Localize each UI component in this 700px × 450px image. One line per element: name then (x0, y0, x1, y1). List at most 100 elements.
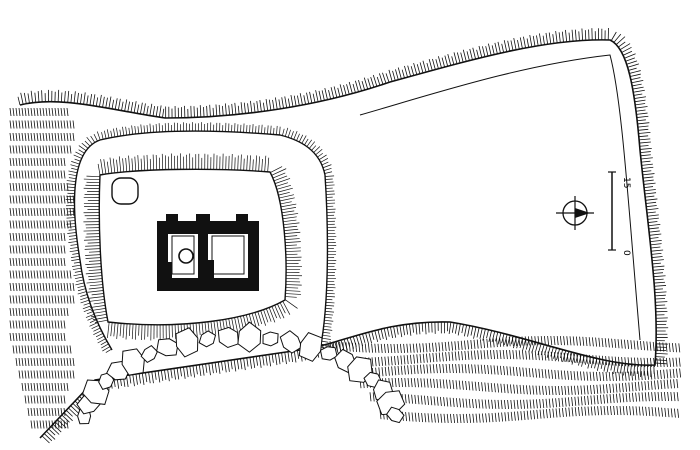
hachure-tick (634, 357, 636, 367)
hachure-tick (522, 350, 524, 360)
hachure-tick (80, 294, 88, 297)
hachure-tick (124, 99, 128, 112)
hachure-tick (311, 145, 317, 151)
hachure-tick (276, 125, 278, 135)
hachure-tick (633, 93, 643, 96)
hachure-tick (237, 316, 242, 332)
hachure-tick (638, 392, 641, 402)
hachure-tick (585, 336, 588, 347)
hachure-tick (625, 393, 628, 403)
hachure-tick (48, 270, 51, 279)
hachure-tick (358, 79, 362, 92)
hachure-tick (24, 320, 27, 329)
hachure-tick (438, 342, 441, 352)
hachure-tick (45, 120, 48, 129)
hachure-tick (30, 357, 33, 367)
hachure-tick (563, 352, 566, 362)
hachure-tick (618, 41, 626, 48)
hachure-tick (48, 370, 51, 379)
hachure-tick (569, 336, 572, 346)
hachure-tick (534, 350, 537, 361)
hachure-tick (71, 258, 80, 261)
hachure-tick (321, 161, 329, 166)
hachure-tick (558, 397, 561, 408)
hachure-tick (131, 324, 134, 340)
hachure-tick (451, 351, 454, 361)
hachure-tick (277, 187, 293, 193)
hachure-tick (629, 70, 641, 74)
hachure-tick (673, 379, 675, 389)
hachure-tick (48, 132, 51, 142)
hachure-tick (27, 232, 30, 242)
hachure-tick (258, 156, 260, 172)
hachure-tick (9, 245, 12, 254)
hachure-tick (213, 320, 217, 335)
hachure-tick (77, 288, 86, 292)
hachure-tick (60, 420, 63, 429)
hachure-tick (343, 85, 347, 96)
hachure-tick (580, 385, 583, 395)
hachure-tick (603, 406, 606, 416)
hachure-tick (105, 97, 108, 108)
hachure-tick (146, 154, 149, 171)
hachure-tick (72, 403, 80, 411)
hachure-tick (45, 182, 48, 192)
hachure-tick (638, 135, 649, 138)
hachure-tick (30, 182, 33, 192)
hachure-tick (526, 385, 528, 395)
hachure-tick (645, 198, 658, 201)
hachure-tick (559, 349, 564, 359)
hachure-tick (538, 351, 540, 361)
hachure-tick (560, 370, 563, 380)
rock-block (319, 346, 338, 361)
hachure-tick (67, 90, 70, 103)
western-slope-hachures (9, 107, 75, 429)
hachure-tick (390, 326, 394, 339)
hachure-tick (33, 157, 36, 167)
hachure-tick (276, 184, 292, 190)
hachure-tick (33, 245, 36, 254)
hachure-tick (21, 295, 24, 304)
hachure-tick (643, 179, 654, 182)
hachure-tick (678, 343, 681, 353)
hachure-tick (510, 411, 513, 421)
hachure-tick (529, 385, 531, 395)
hachure-tick (57, 107, 60, 117)
hachure-tick (479, 328, 483, 339)
hachure-tick (21, 195, 24, 204)
hachure-tick (57, 345, 60, 354)
hachure-tick (67, 226, 76, 228)
hachure-tick (45, 382, 48, 392)
hachure-tick (365, 332, 369, 344)
hachure-tick (93, 302, 105, 305)
hachure-tick (114, 98, 118, 110)
hachure-tick (42, 107, 45, 117)
hachure-tick (653, 272, 664, 274)
hachure-tick (27, 145, 30, 154)
hachure-tick (285, 293, 302, 295)
hachure-tick (405, 324, 409, 335)
hachure-tick (647, 370, 649, 380)
hachure-tick (36, 157, 39, 167)
hachure-tick (645, 195, 655, 198)
hachure-tick (623, 363, 626, 376)
hachure-tick (651, 249, 664, 252)
hachure-tick (554, 352, 556, 362)
hachure-tick (66, 370, 69, 379)
hachure-tick (610, 405, 612, 416)
hachure-tick (426, 353, 428, 363)
hachure-tick (15, 270, 18, 279)
hachure-tick (48, 195, 51, 204)
hachure-tick (243, 358, 246, 371)
hachure-tick (537, 336, 540, 346)
hachure-tick (50, 426, 60, 435)
hachure-tick (447, 53, 452, 66)
hachure-tick (93, 133, 98, 142)
hachure-tick (611, 338, 613, 348)
hachure-tick (86, 266, 102, 268)
hachure-tick (494, 383, 496, 393)
hachure-tick (476, 49, 480, 59)
hachure-tick (642, 173, 655, 176)
hachure-tick (494, 412, 497, 422)
hachure-tick (558, 32, 561, 43)
